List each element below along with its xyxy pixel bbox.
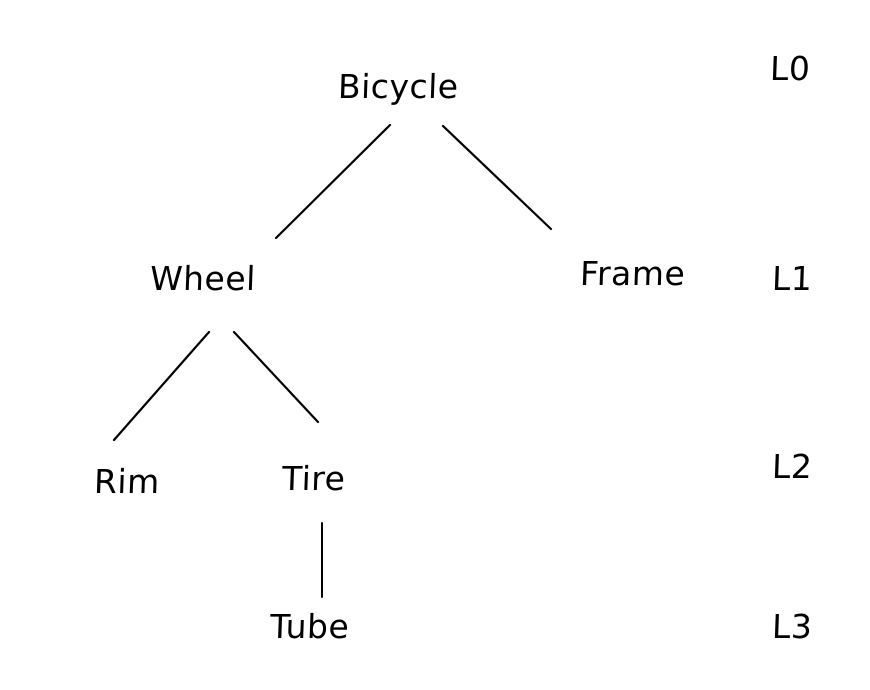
node-frame[interactable]: Frame <box>579 254 687 293</box>
edge-wheel-rim <box>112 330 211 442</box>
level-label-l0: L0 <box>769 49 812 88</box>
level-label-l3: L3 <box>771 607 814 646</box>
node-tube[interactable]: Tube <box>269 607 350 646</box>
level-label-l2: L2 <box>771 447 814 486</box>
node-bicycle[interactable]: Bicycle <box>337 67 460 106</box>
node-wheel[interactable]: Wheel <box>149 259 257 298</box>
edge-bicycle-wheel <box>274 123 392 240</box>
node-tire[interactable]: Tire <box>281 459 347 498</box>
edge-wheel-tire <box>232 330 320 424</box>
edge-bicycle-frame <box>441 124 553 231</box>
node-rim[interactable]: Rim <box>93 462 161 501</box>
level-label-l1: L1 <box>771 259 814 298</box>
